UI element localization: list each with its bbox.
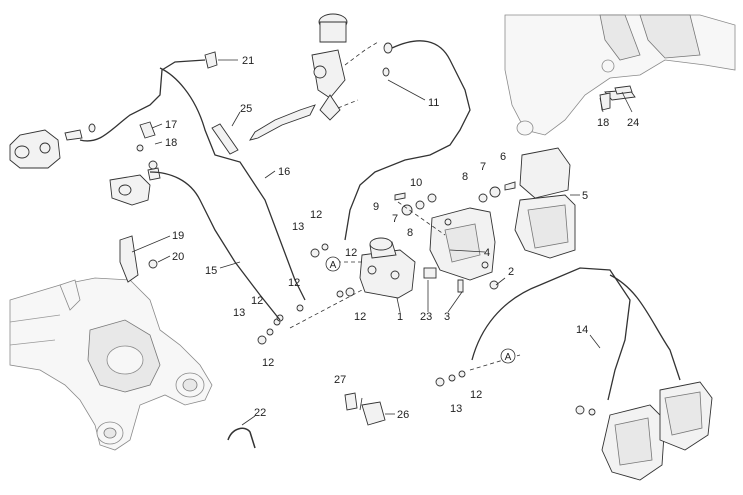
callout-4: 4 [484, 247, 490, 259]
front-brake-calipers [575, 381, 713, 481]
callout-8-right: 8 [462, 171, 468, 183]
callout-25: 25 [240, 103, 252, 115]
callout-5: 5 [582, 190, 588, 202]
rear-master-cylinder [109, 144, 161, 206]
brake-hoses [79, 40, 681, 401]
abs-bracket [429, 207, 496, 281]
callout-24: 24 [627, 117, 639, 129]
callout-23: 23 [420, 311, 432, 323]
callout-27: 27 [334, 374, 346, 386]
callout-6: 6 [500, 151, 506, 163]
callout-11: 11 [428, 97, 439, 109]
callout-labels: 21 25 17 18 16 19 20 15 11 18 24 6 7 8 5… [165, 55, 639, 421]
callout-13-c: 13 [450, 403, 462, 415]
callout-16: 16 [278, 166, 290, 178]
callout-26: 26 [397, 409, 409, 421]
callout-2: 2 [508, 266, 514, 278]
callout-15: 15 [205, 265, 217, 277]
callout-3: 3 [444, 311, 450, 323]
callout-1: 1 [397, 311, 403, 323]
callout-8-left: 8 [407, 227, 413, 239]
callout-17: 17 [165, 119, 177, 131]
reference-a-right: A [500, 348, 516, 364]
callout-19: 19 [172, 230, 184, 242]
abs-control-unit [359, 237, 416, 299]
callout-14: 14 [576, 324, 588, 336]
callout-21: 21 [242, 55, 254, 67]
reference-a-left: A [325, 256, 341, 272]
upper-frame [504, 14, 736, 136]
callout-12-b: 12 [345, 247, 357, 259]
callout-13-a: 13 [292, 221, 304, 233]
callout-18-right: 18 [597, 117, 609, 129]
callout-12-e: 12 [262, 357, 274, 369]
small-parts [119, 51, 633, 449]
callout-12-d: 12 [251, 295, 263, 307]
callout-12-c: 12 [288, 277, 300, 289]
swingarm-frame [9, 277, 213, 451]
callout-20: 20 [172, 251, 184, 263]
leader-lines [131, 59, 633, 426]
callout-7-left: 7 [392, 213, 398, 225]
callout-12-g: 12 [470, 389, 482, 401]
callout-12-a: 12 [310, 209, 322, 221]
ref-a-right-label: A [505, 352, 512, 363]
callout-12-f: 12 [354, 311, 366, 323]
callout-10: 10 [410, 177, 422, 189]
callout-7-right: 7 [480, 161, 486, 173]
callout-9: 9 [373, 201, 379, 213]
ref-a-left-label: A [330, 260, 337, 271]
callout-13-b: 13 [233, 307, 245, 319]
callout-22: 22 [254, 407, 266, 419]
rear-brake-caliper [9, 123, 96, 169]
abs-cover [514, 147, 576, 259]
brake-master-cylinder [249, 13, 393, 141]
callout-18-left: 18 [165, 137, 177, 149]
